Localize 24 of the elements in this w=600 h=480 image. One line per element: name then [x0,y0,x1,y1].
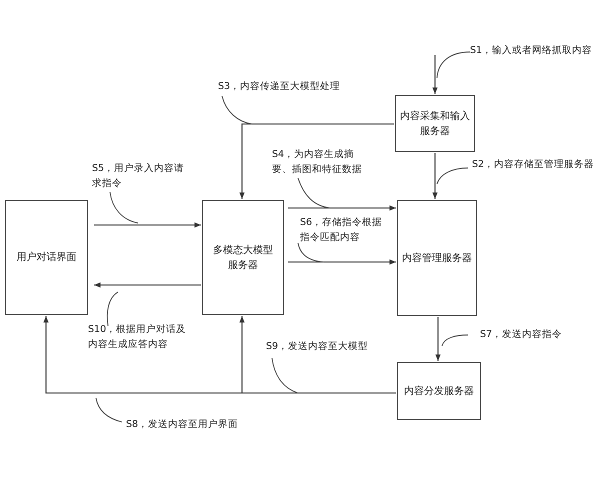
edge-label: S5，用户录入内容请求指令 [92,162,186,191]
edge-label: S6，存储指令根据指令匹配内容 [300,216,384,245]
arrow [432,153,438,199]
server-box: 内容管理服务器 [397,200,477,316]
server-box: 用户对话界面 [5,200,88,315]
arrow [239,316,396,394]
edge-label: S3，内容传递至大模型处理 [218,80,342,94]
arrow [288,205,396,211]
server-box: 内容采集和输入服务器 [395,95,475,152]
edge-label: S10，根据用户对话及内容生成应答内容 [88,323,188,352]
edge-label: S1，输入或者网络抓取内容 [470,44,594,58]
server-box: 多模态大模型服务器 [202,200,284,315]
arrow [94,282,201,288]
arrow [288,259,396,265]
edge-label: S9，发送内容至大模型 [266,340,370,354]
edge-label: S4，为内容生成摘要、插图和特征数据 [272,148,363,177]
arrow [435,317,441,361]
arrow [239,123,394,199]
arrow [94,222,201,228]
arrow [432,55,438,94]
edge-label: S2，内容存储至管理服务器 [472,158,596,172]
edge-label: S7，发送内容指令 [480,328,564,342]
server-box: 内容分发服务器 [397,362,481,420]
edge-label: S8，发送内容至用户界面 [126,418,240,432]
